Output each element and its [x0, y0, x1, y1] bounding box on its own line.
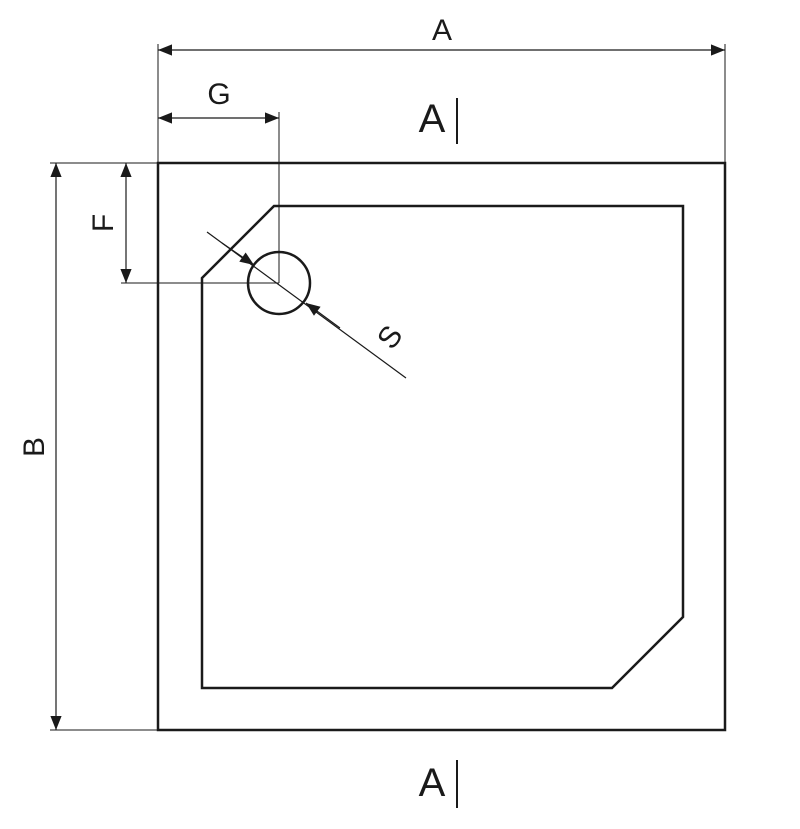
dimension-label-b: B: [18, 437, 51, 457]
dimension-label-s: S: [371, 320, 409, 356]
extension-lines: [50, 44, 726, 731]
dimension-label-g: G: [207, 78, 230, 111]
section-label-bottom: A: [419, 761, 446, 805]
dimension-label-a: A: [432, 14, 452, 47]
section-label-top: A: [419, 97, 446, 141]
tray-outer-outline: [156, 161, 727, 732]
section-marker-top: A: [419, 97, 458, 144]
section-marker-bottom: A: [419, 760, 458, 808]
dimension-arrow-s-inner: [305, 302, 341, 329]
tray-inner-basin-outline: [200, 204, 685, 690]
dimension-arrow-s-outer: [221, 242, 255, 266]
dimension-label-f: F: [87, 214, 120, 232]
